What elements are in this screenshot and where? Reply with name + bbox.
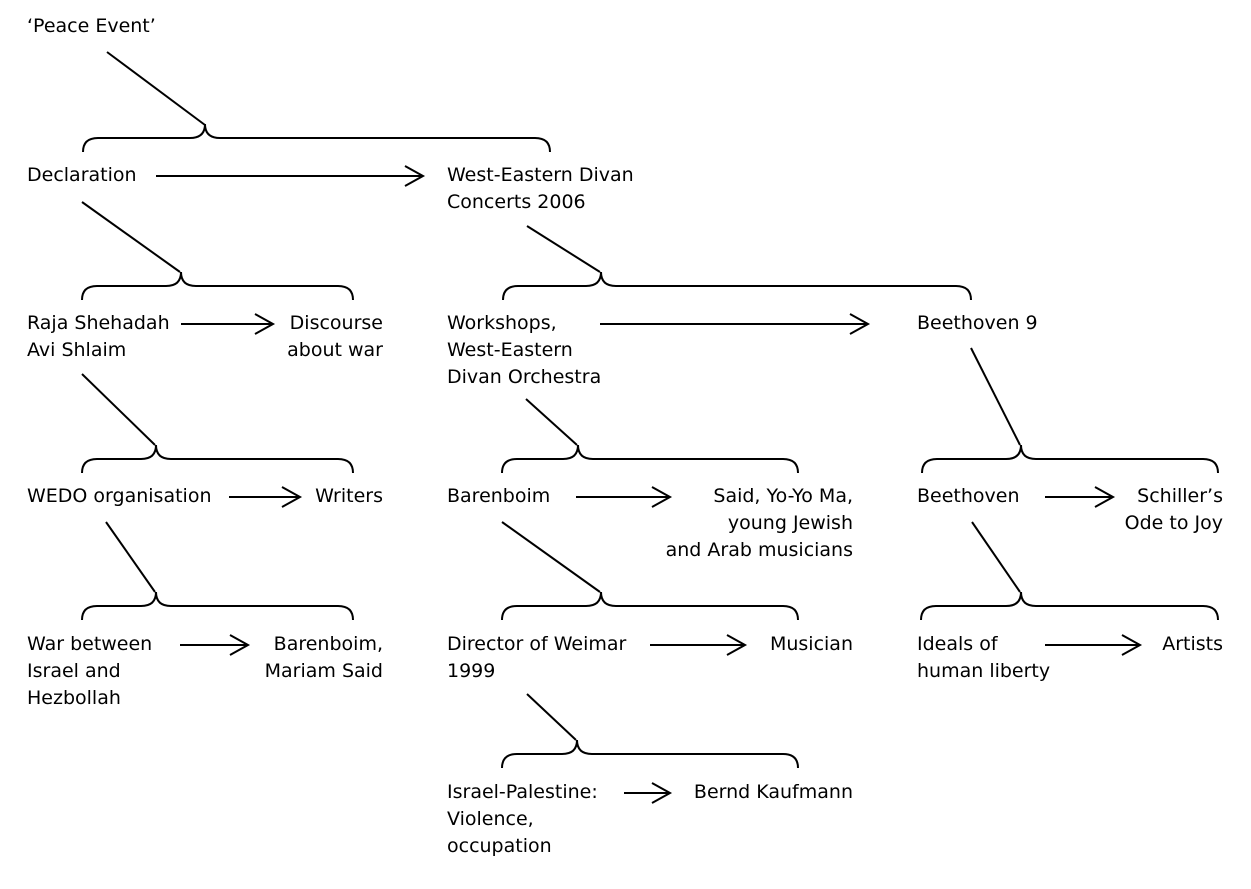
arrow: [576, 486, 673, 508]
curly-brace: [81, 271, 354, 301]
curly-brace: [81, 591, 354, 621]
arrow: [600, 313, 871, 335]
node-workshops: Workshops, West-Eastern Divan Orchestra: [447, 312, 602, 388]
arrow: [1045, 634, 1143, 656]
node-said-yoyoma: Said, Yo-Yo Ma, young Jewish and Arab mu…: [665, 485, 853, 561]
arrow: [650, 634, 748, 656]
diagonal-connector: [525, 398, 578, 446]
diagonal-connector: [81, 373, 156, 446]
curly-brace: [81, 444, 354, 474]
diagonal-connector: [105, 521, 156, 593]
curly-brace: [501, 739, 799, 769]
node-musician: Musician: [769, 633, 853, 655]
node-west-eastern-divan-concerts: West-Eastern Divan Concerts 2006: [447, 164, 634, 213]
node-raja-avi: Raja Shehadah Avi Shlaim: [27, 312, 170, 361]
node-beethoven-9: Beethoven 9: [917, 312, 1038, 334]
node-discourse-about-war: Discourse about war: [287, 312, 383, 361]
node-israel-palestine: Israel-Palestine: Violence, occupation: [447, 781, 598, 857]
arrow: [229, 486, 303, 508]
diagonal-connector: [970, 347, 1021, 446]
curly-brace: [921, 444, 1219, 474]
node-wedo-organisation: WEDO organisation: [27, 485, 212, 507]
node-ideals-liberty: Ideals of human liberty: [917, 633, 1051, 682]
node-declaration: Declaration: [27, 164, 137, 186]
arrow: [156, 165, 426, 187]
curly-brace: [920, 591, 1219, 621]
arrow: [624, 782, 673, 804]
diagonal-connector: [526, 693, 577, 741]
curly-brace: [82, 123, 551, 153]
node-bernd-kaufmann: Bernd Kaufmann: [693, 781, 853, 803]
node-war-israel-hezbollah: War between Israel and Hezbollah: [27, 633, 153, 709]
curly-brace: [501, 591, 799, 621]
curly-brace: [501, 444, 799, 474]
diagonal-connector: [526, 225, 601, 273]
node-schillers-ode: Schiller’s Ode to Joy: [1124, 485, 1223, 534]
diagonal-connector: [81, 201, 181, 273]
curly-brace: [502, 271, 972, 301]
node-beethoven: Beethoven: [917, 485, 1020, 507]
node-writers: Writers: [315, 485, 383, 507]
diagonal-connector: [971, 521, 1021, 593]
node-artists: Artists: [1162, 633, 1223, 655]
arrow: [181, 313, 276, 335]
arrow: [180, 634, 251, 656]
node-barenboim: Barenboim: [447, 485, 551, 507]
diagonal-connector: [106, 51, 206, 126]
node-barenboim-mariam: Barenboim, Mariam Said: [264, 633, 383, 682]
node-director-weimar: Director of Weimar 1999: [447, 633, 627, 682]
node-peace-event: ‘Peace Event’: [27, 15, 156, 37]
diagonal-connector: [501, 521, 601, 593]
arrow: [1045, 486, 1116, 508]
